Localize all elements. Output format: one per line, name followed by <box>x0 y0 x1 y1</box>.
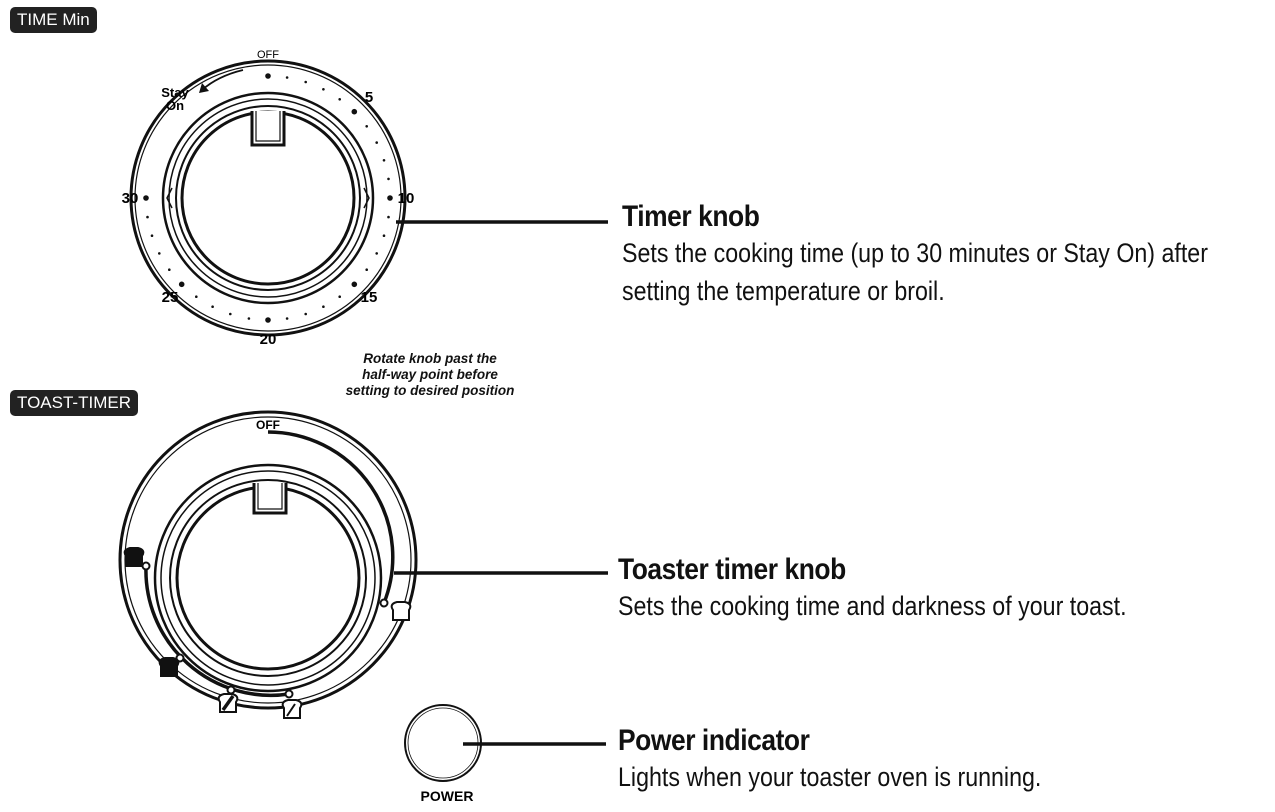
timer-num-20: 20 <box>260 331 277 348</box>
toast-timer-knob[interactable] <box>153 463 383 693</box>
toast-light-icon <box>390 601 412 621</box>
timer-major-dot <box>351 108 358 115</box>
note-line-2: half-way point before <box>362 367 498 382</box>
timer-minor-dot <box>229 312 232 316</box>
timer-knob-callout: Timer knob Sets the cooking time (up to … <box>622 200 1275 310</box>
timer-minor-dot <box>150 234 154 237</box>
toaster-timer-desc: Sets the cooking time and darkness of yo… <box>618 591 1127 621</box>
timer-minor-dot <box>285 317 289 320</box>
toaster-timer-callout: Toaster timer knob Sets the cooking time… <box>618 553 1209 625</box>
timer-minor-dot <box>211 305 214 309</box>
stay-label: Stay <box>161 85 189 100</box>
timer-off-label: OFF <box>257 49 279 61</box>
toast-off-label: OFF <box>256 418 280 432</box>
timer-minor-dot <box>158 252 161 255</box>
time-min-label: TIME Min <box>10 7 97 33</box>
timer-knob-title: Timer knob <box>622 200 760 233</box>
arrow-head-icon <box>199 83 209 93</box>
timer-major-dot <box>351 281 358 288</box>
toast-dark-icon <box>158 657 180 677</box>
note-line-1: Rotate knob past the <box>363 351 497 366</box>
toast-icons <box>123 547 412 719</box>
timer-major-dot <box>178 281 185 288</box>
toast-timer-dial: OFF <box>118 410 418 719</box>
timer-minor-dot <box>375 252 379 255</box>
power-indicator: POWER <box>404 704 482 804</box>
timer-minor-dot <box>365 125 369 128</box>
timer-major-dot <box>387 195 393 201</box>
timer-minor-dot <box>365 268 369 272</box>
timer-minor-dot <box>146 215 149 219</box>
timer-minor-dot <box>304 80 308 84</box>
timer-minor-dot <box>387 177 390 181</box>
timer-knob[interactable] <box>161 91 375 305</box>
toast-setting-dots <box>141 561 389 699</box>
timer-minor-dot <box>375 141 379 144</box>
timer-num-30: 30 <box>122 190 139 207</box>
timer-minor-dot <box>195 295 198 299</box>
timer-minor-dot <box>247 317 251 320</box>
timer-major-dot <box>265 317 271 323</box>
on-label: On <box>166 98 184 113</box>
toast-darkest-icon <box>123 547 145 567</box>
timer-minor-dot <box>382 159 386 162</box>
timer-major-dot <box>265 73 271 79</box>
timer-num-10: 10 <box>398 190 415 207</box>
timer-knob-desc-1: Sets the cooking time (up to 30 minutes … <box>622 238 1208 268</box>
power-indicator-desc: Lights when your toaster oven is running… <box>618 762 1042 792</box>
power-label: POWER <box>421 788 474 804</box>
note-line-3: setting to desired position <box>345 383 515 398</box>
timer-minor-dot <box>322 305 325 309</box>
timer-knob-desc-2: setting the temperature or broil. <box>622 276 945 306</box>
timer-minor-dot <box>322 88 325 91</box>
timer-minor-dot <box>338 295 342 299</box>
power-indicator-title: Power indicator <box>618 724 810 757</box>
toast-arc-lower <box>144 565 290 698</box>
toaster-timer-title: Toaster timer knob <box>618 553 846 586</box>
timer-num-25: 25 <box>162 289 179 306</box>
rotate-knob-note: Rotate knob past the half-way point befo… <box>330 351 530 399</box>
timer-minor-dot <box>387 215 390 219</box>
timer-minor-dot <box>304 312 308 316</box>
timer-dial-dots <box>143 73 393 323</box>
toast-arc-upper <box>267 430 395 604</box>
timer-knob-pointer <box>250 111 286 147</box>
timer-minor-dot <box>285 76 289 79</box>
timer-minor-dot <box>338 98 342 101</box>
timer-minor-dot <box>168 268 171 272</box>
timer-num-5: 5 <box>365 89 373 106</box>
timer-num-15: 15 <box>361 289 378 306</box>
timer-major-dot <box>143 195 149 201</box>
timer-minor-dot <box>382 234 386 237</box>
power-indicator-callout: Power indicator Lights when your toaster… <box>618 724 1110 796</box>
toast-timer-label: TOAST-TIMER <box>10 390 138 416</box>
toast-knob-pointer <box>252 483 288 515</box>
timer-dial: OFF Stay On 5 10 15 20 25 30 <box>122 49 415 348</box>
